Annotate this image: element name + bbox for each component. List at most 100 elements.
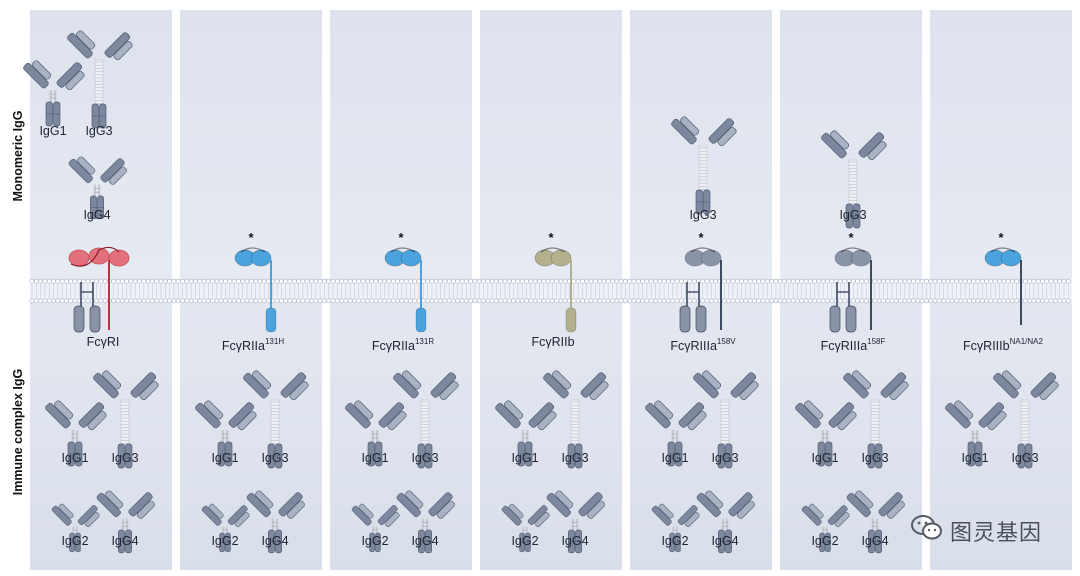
antibody-igg2: [501, 503, 550, 553]
antibody-igg3: [393, 370, 459, 469]
antibody-igg1: [495, 400, 557, 467]
antibody-igg4: [396, 490, 455, 554]
antibody-igg1: [645, 400, 707, 467]
receptor-name: FcγRIIb: [531, 335, 575, 349]
receptor-name: FcγRI: [86, 335, 120, 349]
igg-subclass-label: IgG2: [661, 534, 689, 548]
igg-subclass-label: IgG3: [711, 451, 739, 465]
igg-subclass-label: IgG4: [83, 208, 111, 222]
igg-subclass-label: IgG4: [111, 534, 139, 548]
antibody-igg3: [671, 116, 737, 215]
antibody-igg1: [345, 400, 407, 467]
receptor-variant: NA1/NA2: [1009, 337, 1043, 346]
igg-subclass-label: IgG3: [839, 208, 867, 222]
igg-subclass-label: IgG3: [561, 451, 589, 465]
antibody-igg4: [696, 490, 755, 554]
igg-subclass-label: IgG1: [361, 451, 389, 465]
antibody-igg3: [993, 370, 1059, 469]
receptor-variant: 131H: [264, 337, 285, 346]
antibody-igg1: [195, 400, 257, 467]
igg-subclass-label: IgG2: [811, 534, 839, 548]
igg-subclass-label: IgG4: [711, 534, 739, 548]
igg-subclass-label: IgG1: [39, 124, 67, 138]
igg-subclass-label: IgG2: [211, 534, 239, 548]
receptor-name: FcγRIIIa: [820, 339, 868, 353]
igg-subclass-label: IgG2: [361, 534, 389, 548]
igg-subclass-label: IgG1: [811, 451, 839, 465]
watermark-text: 图灵基因: [949, 519, 1042, 545]
receptor-label: FcγRIIIbNA1/NA2: [963, 335, 1043, 353]
receptor-name: FcγRIIa: [221, 339, 265, 353]
receptor-label: FcγRIIIa158F: [821, 335, 886, 353]
antibody-igg4: [246, 490, 305, 554]
antibody-igg2: [201, 503, 250, 553]
igg-subclass-label: IgG3: [261, 451, 289, 465]
antibody-igg4: [546, 490, 605, 554]
antibody-igg3: [543, 370, 609, 469]
igg-subclass-label: IgG1: [61, 451, 89, 465]
igg-subclass-label: IgG3: [111, 451, 139, 465]
antibody-igg2: [351, 503, 400, 553]
antibody-igg2: [801, 503, 850, 553]
receptor-label: FcγRIIIa158V: [670, 335, 735, 353]
igg-subclass-label: IgG4: [261, 534, 289, 548]
igg-subclass-label: IgG1: [961, 451, 989, 465]
receptor-name: FcγRIIIb: [963, 339, 1010, 353]
receptor-label: FcγRIIa131R: [372, 335, 434, 353]
antibody-igg3: [821, 130, 887, 229]
antibody-igg1: [795, 400, 857, 467]
receptor-FcγRIIIa: [829, 247, 872, 333]
antibody-igg3: [843, 370, 909, 469]
receptor-FcγRI: [68, 246, 130, 333]
antibody-igg1: [23, 60, 85, 127]
asterisk-marker: *: [248, 230, 254, 245]
receptor-label: FcγRI: [87, 335, 120, 349]
receptor-variant: 158F: [867, 337, 886, 346]
antibody-igg4: [846, 490, 905, 554]
asterisk-marker: *: [548, 230, 554, 245]
antibody-igg1: [945, 400, 1007, 467]
igg-subclass-label: IgG2: [61, 534, 89, 548]
igg-subclass-label: IgG4: [861, 534, 889, 548]
immune-complex-igg-label: Immune complex IgG: [11, 368, 25, 496]
asterisk-marker: *: [998, 230, 1004, 245]
igg-subclass-label: IgG3: [411, 451, 439, 465]
antibody-igg2: [651, 503, 700, 553]
antibody-igg4: [68, 156, 127, 220]
igg-subclass-label: IgG1: [211, 451, 239, 465]
receptor-FcγRIIa: [234, 247, 277, 333]
receptor-label: FcγRIIb: [531, 335, 574, 349]
igg-subclass-label: IgG1: [661, 451, 689, 465]
antibody-igg3: [93, 370, 159, 469]
asterisk-marker: *: [848, 230, 854, 245]
watermark: 图灵基因: [910, 513, 1042, 548]
igg-subclass-label: IgG2: [511, 534, 539, 548]
igg-subclass-label: IgG1: [511, 451, 539, 465]
cell-membrane: [29, 278, 1072, 304]
igg-subclass-label: IgG4: [411, 534, 439, 548]
receptor-FcγRIIa: [384, 247, 427, 333]
antibody-igg3: [243, 370, 309, 469]
igg-subclass-label: IgG3: [861, 451, 889, 465]
receptor-FcγRIIIb: [984, 247, 1022, 325]
asterisk-marker: *: [698, 230, 704, 245]
asterisk-marker: *: [398, 230, 404, 245]
igg-subclass-label: IgG3: [1011, 451, 1039, 465]
monomeric-igg-label: Monomeric IgG: [11, 110, 25, 202]
igg-subclass-label: IgG3: [85, 124, 113, 138]
receptor-variant: 131R: [414, 337, 435, 346]
receptor-name: FcγRIIa: [371, 339, 415, 353]
receptor-variant: 158V: [716, 337, 736, 346]
receptor-FcγRIIIa: [679, 247, 722, 333]
wechat-icon: [910, 513, 944, 548]
receptor-FcγRIIb: [534, 247, 577, 333]
antibody-igg3: [67, 30, 133, 129]
igg-subclass-label: IgG4: [561, 534, 589, 548]
antibody-igg3: [693, 370, 759, 469]
receptor-label: FcγRIIa131H: [222, 335, 284, 353]
antibody-igg1: [45, 400, 107, 467]
antibody-igg4: [96, 490, 155, 554]
receptor-name: FcγRIIIa: [670, 339, 717, 353]
